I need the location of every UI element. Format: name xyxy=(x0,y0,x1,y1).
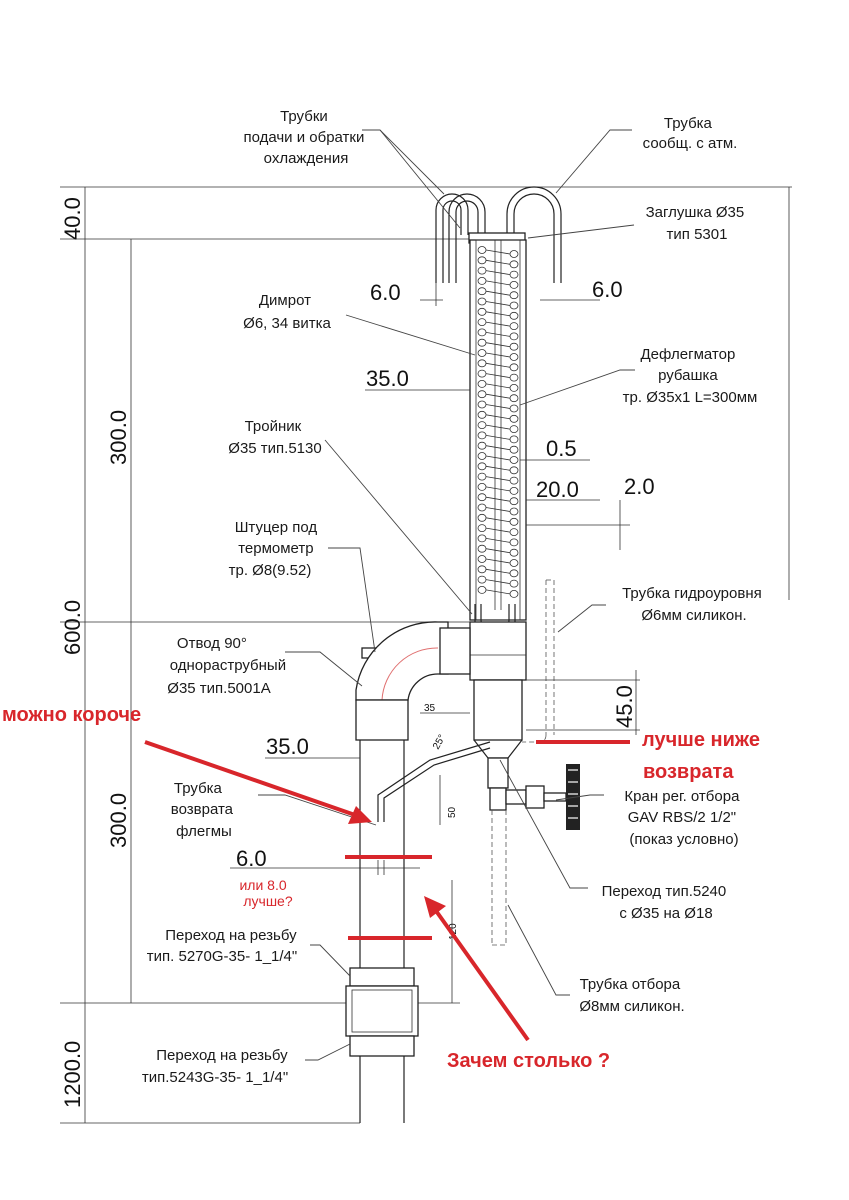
horizontal-dims: 6.0 6.0 35.0 0.5 20.0 2.0 45.0 35.0 6.0 xyxy=(230,277,655,875)
coil-link xyxy=(485,579,511,584)
dim-35-top: 35.0 xyxy=(366,366,409,391)
coil-link xyxy=(485,414,511,420)
valve xyxy=(505,764,580,830)
dim-120: 120 xyxy=(448,923,459,940)
coil-link xyxy=(485,435,511,440)
note-why-so-much: Зачем столько ? xyxy=(447,1050,610,1072)
coil-link xyxy=(485,290,511,296)
lower-column xyxy=(345,740,491,1123)
coil-link xyxy=(485,301,511,306)
cooling-tubes xyxy=(435,186,562,283)
dim-35-small: 35 xyxy=(424,703,436,714)
dim-25deg: 25° xyxy=(431,733,448,752)
coil-link xyxy=(485,342,511,348)
dim-6-right: 6.0 xyxy=(592,277,623,302)
coil-link xyxy=(485,280,511,286)
label-valve: Кран рег. отбора GAV RBS/2 1/2" (показ у… xyxy=(624,788,743,848)
coil-link xyxy=(485,589,511,595)
dim-1200: 1200.0 xyxy=(60,1041,85,1108)
note-better-lower: лучше ниже возврата xyxy=(642,729,766,783)
coil-link xyxy=(485,424,511,430)
label-cooling-tubes: Трубки подачи и обратки охлаждения xyxy=(243,108,368,167)
coil-link xyxy=(485,321,511,327)
label-adapter: Переход тип.5240 с Ø35 на Ø18 xyxy=(602,883,731,922)
coil-link xyxy=(485,558,511,564)
coil-link xyxy=(485,445,511,451)
coil-link xyxy=(485,332,511,337)
dim-6-bot: 6.0 xyxy=(236,846,267,871)
level-tube xyxy=(522,579,555,743)
coil-link xyxy=(485,476,511,481)
coil-link xyxy=(485,362,511,368)
label-atm-tube: Трубка сообщ. с атм. xyxy=(643,115,738,152)
coil-link xyxy=(485,496,511,502)
coil-link xyxy=(485,352,511,358)
label-dimroth: Димрот Ø6, 34 витка xyxy=(243,292,331,332)
dim-45: 45.0 xyxy=(612,685,637,728)
coil-link xyxy=(485,465,511,471)
coil-link xyxy=(485,311,511,317)
coil-link xyxy=(485,259,511,265)
coil-link xyxy=(485,507,511,512)
dim-600: 600.0 xyxy=(60,600,85,655)
coil-link xyxy=(485,383,511,389)
coil-link xyxy=(485,568,511,574)
label-thread-adapter-1: Переход на резьбу тип. 5270G-35- 1_1/4" xyxy=(147,927,301,965)
coil-link xyxy=(485,249,511,255)
coil-link xyxy=(485,393,511,399)
red-annotations: можно короче лучше ниже возврата или 8.0… xyxy=(2,704,766,1072)
dim-20: 20.0 xyxy=(536,477,579,502)
note-can-be-shorter: можно короче xyxy=(2,704,141,726)
dephlegmator xyxy=(469,239,527,643)
coil-link xyxy=(485,527,511,533)
dim-300-top: 300.0 xyxy=(106,410,131,465)
label-thermo-fitting: Штуцер под термометр тр. Ø8(9.52) xyxy=(229,519,322,579)
tee xyxy=(469,621,527,946)
coil-link xyxy=(485,548,511,554)
label-takeoff-tube: Трубка отбора Ø8мм силикон. xyxy=(579,976,684,1015)
dim-300-bot: 300.0 xyxy=(106,793,131,848)
reference-lines xyxy=(60,186,792,1124)
coil-link xyxy=(485,486,511,492)
coil-link xyxy=(485,538,511,543)
elbow xyxy=(355,621,471,741)
dim-6-left: 6.0 xyxy=(370,280,401,305)
label-plug: Заглушка Ø35 тип 5301 xyxy=(646,204,749,243)
label-elbow: Отвод 90° однораструбный Ø35 тип.5001А xyxy=(167,635,290,697)
dim-0-5: 0.5 xyxy=(546,436,577,461)
label-reflux-tube: Трубка возврата флегмы xyxy=(171,780,237,840)
label-thread-adapter-2: Переход на резьбу тип.5243G-35- 1_1/4" xyxy=(142,1047,292,1086)
dim-35-mid: 35.0 xyxy=(266,734,309,759)
coil-link xyxy=(485,270,511,275)
label-tee: Тройник Ø35 тип.5130 xyxy=(228,418,321,457)
coil-link xyxy=(485,404,511,409)
coil-link xyxy=(485,517,511,523)
note-or-8: или 8.0 лучше? xyxy=(239,877,292,909)
label-dephlegmator: Дефлегматор рубашка тр. Ø35х1 L=300мм xyxy=(623,346,758,406)
dim-2: 2.0 xyxy=(624,474,655,499)
coil-link xyxy=(485,455,511,461)
label-level-tube: Трубка гидроуровня Ø6мм силикон. xyxy=(622,585,766,624)
coil-link xyxy=(485,373,511,378)
dim-40: 40.0 xyxy=(60,197,85,240)
dim-50: 50 xyxy=(447,806,458,818)
leaders xyxy=(258,129,635,1061)
